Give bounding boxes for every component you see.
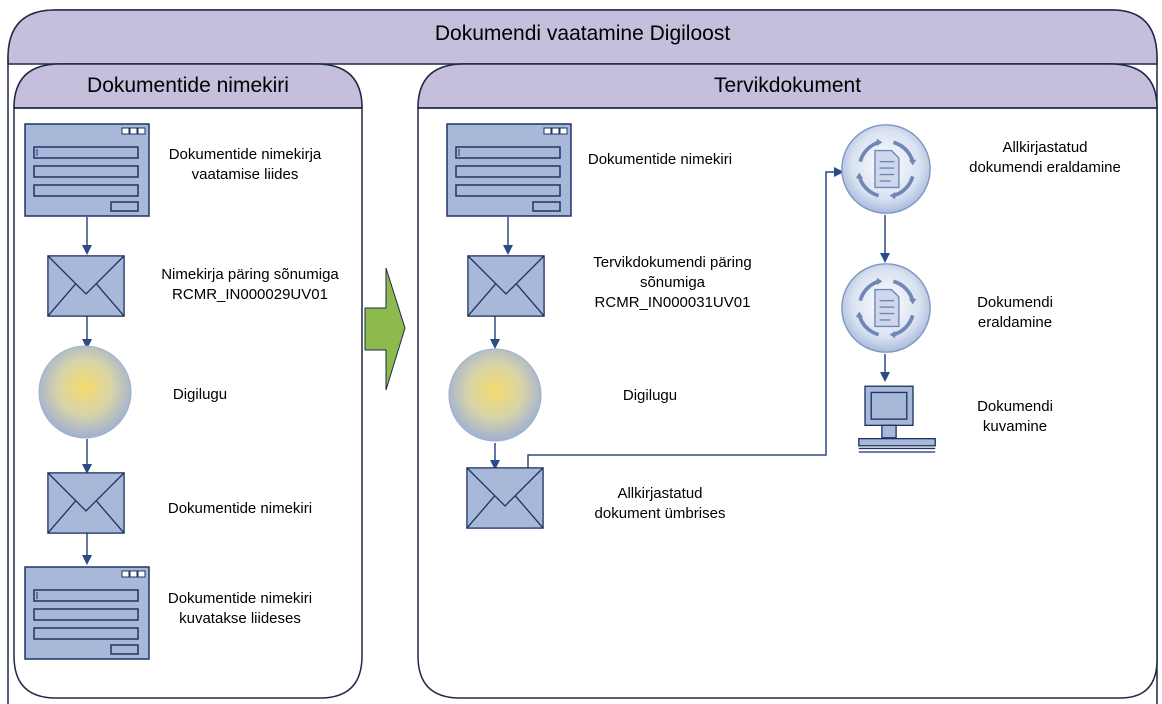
right-panel-title: Tervikdokument	[713, 74, 862, 97]
outer-frame	[7, 9, 1158, 704]
process-icon	[840, 123, 932, 215]
step-label: Dokumendi eraldamine	[977, 294, 1053, 331]
globe-icon	[448, 348, 542, 442]
step-label: Dokumentide nimekirja vaatamise liides	[168, 146, 322, 183]
step-label: Dokumentide nimekiri kuvatakse liideses	[167, 590, 313, 627]
left-panel	[13, 63, 363, 699]
diagram-title: Dokumendi vaatamine Digiloost	[434, 22, 731, 45]
step-label: Digilugu	[622, 387, 678, 404]
right-panel	[417, 63, 1158, 699]
left-panel-title: Dokumentide nimekiri	[87, 74, 289, 97]
process-icon	[840, 262, 932, 354]
window-icon	[24, 566, 150, 660]
step-label: Allkirjastatud dokument ümbrises	[594, 485, 726, 522]
step-label: Tervikdokumendi päring sõnumiga RCMR_IN0…	[593, 254, 752, 311]
envelope-icon	[466, 467, 544, 529]
window-icon	[446, 123, 572, 217]
window-icon	[24, 123, 150, 217]
step-label: Digilugu	[172, 386, 228, 403]
right-flow-connectors	[490, 167, 890, 470]
transition-arrow-icon	[364, 267, 406, 391]
step-label: Dokumendi kuvamine	[977, 398, 1053, 435]
step-label: Dokumentide nimekiri	[167, 500, 313, 517]
envelope-icon	[467, 255, 545, 317]
step-label: Dokumentide nimekiri	[587, 151, 733, 168]
step-label: Nimekirja päring sõnumiga RCMR_IN000029U…	[161, 266, 339, 303]
step-label: Allkirjastatud dokumendi eraldamine	[969, 139, 1121, 176]
globe-icon	[38, 345, 132, 439]
envelope-icon	[47, 255, 125, 317]
envelope-icon	[47, 472, 125, 534]
